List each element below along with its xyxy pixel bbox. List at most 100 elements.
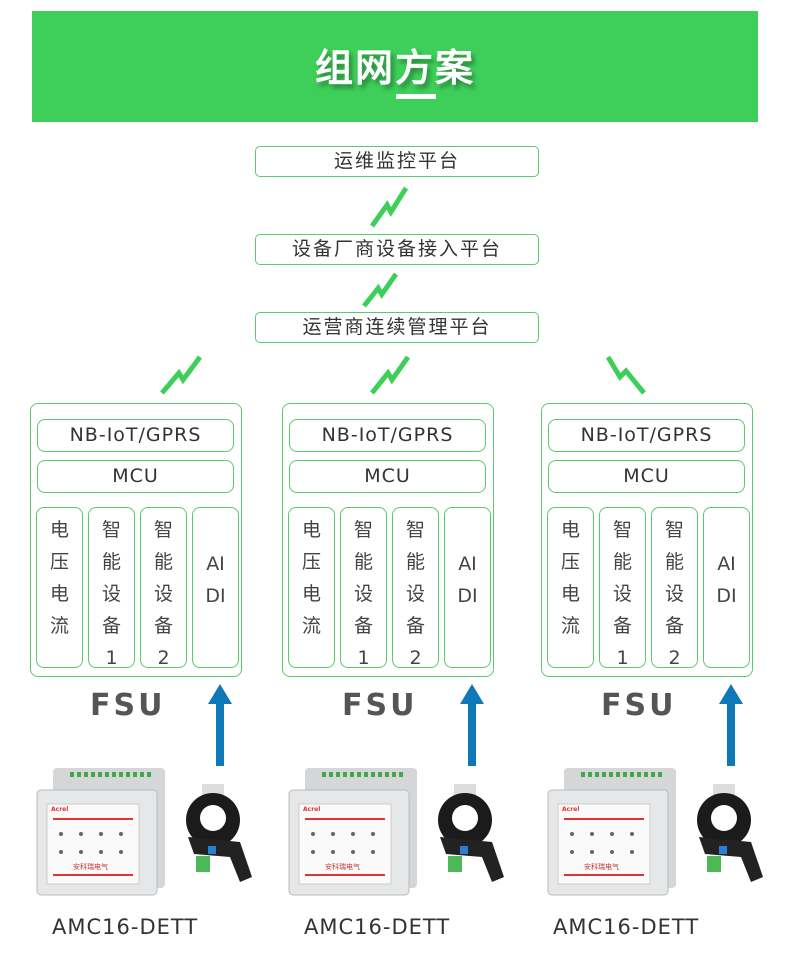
up-arrow-icon [719, 684, 743, 766]
column-text: 智 [153, 519, 173, 541]
meter-maker-label: 安科瑞电气 [584, 863, 619, 871]
ai-di-column: AI DI [192, 507, 239, 668]
mcu-module: MCU [37, 460, 234, 493]
column-text: DI [716, 585, 737, 607]
comm-module: NB-IoT/GPRS [289, 419, 486, 452]
column-text: 备 [612, 615, 632, 637]
column-text: 压 [49, 551, 69, 573]
platform-carrier-management: 运营商连续管理平台 [255, 312, 539, 343]
column-text: DI [457, 585, 478, 607]
column-text: 备 [405, 615, 425, 637]
column-text: 设 [405, 583, 425, 605]
device-model-label: AMC16-DETT [52, 915, 199, 939]
column-text: 设 [101, 583, 121, 605]
column-text: 能 [101, 551, 121, 573]
meter-device-image: Acrel 安科瑞电气 [287, 760, 422, 900]
current-transformer-image [180, 782, 255, 892]
column-text: 能 [353, 551, 373, 573]
voltage-current-column: 电压电流 [547, 507, 594, 668]
wireless-link-icon [606, 355, 646, 395]
column-text: 智 [101, 519, 121, 541]
column-text: 2 [668, 647, 681, 669]
smart-device-1-column: 智能设备 1 [88, 507, 135, 669]
column-text: 流 [560, 615, 580, 637]
meter-device-image: Acrel 安科瑞电气 [546, 760, 681, 900]
platform-vendor-access: 设备厂商设备接入平台 [255, 234, 539, 265]
column-text: 设 [612, 583, 632, 605]
column-text: 电 [560, 519, 580, 541]
fsu-label: FSU [90, 688, 166, 723]
current-transformer-image [691, 782, 766, 892]
voltage-current-column: 电压电流 [36, 507, 83, 668]
column-text: 1 [357, 647, 370, 669]
column-text: 电 [560, 583, 580, 605]
smart-device-1-column: 智能设备 1 [340, 507, 387, 669]
up-arrow-icon [460, 684, 484, 766]
column-text: 1 [616, 647, 629, 669]
mcu-module: MCU [289, 460, 486, 493]
up-arrow-icon [208, 684, 232, 766]
column-text: 电 [49, 519, 69, 541]
wireless-link-icon [370, 355, 410, 395]
column-text: 设 [664, 583, 684, 605]
column-text: 设 [153, 583, 173, 605]
column-text: 2 [409, 647, 422, 669]
platform-ops-monitoring: 运维监控平台 [255, 146, 539, 177]
column-text: 能 [153, 551, 173, 573]
smart-device-1-column: 智能设备 1 [599, 507, 646, 669]
smart-device-2-column: 智能设备 2 [651, 507, 698, 669]
meter-device-image: Acrel 安科瑞电气 [35, 760, 170, 900]
column-text: 智 [353, 519, 373, 541]
header-banner: 组网方案 [32, 11, 758, 122]
column-text: 能 [405, 551, 425, 573]
column-text: 能 [612, 551, 632, 573]
column-text: 2 [157, 647, 170, 669]
title-underline [396, 94, 436, 99]
meter-maker-label: 安科瑞电气 [73, 863, 108, 871]
mcu-module: MCU [548, 460, 745, 493]
voltage-current-column: 电压电流 [288, 507, 335, 668]
column-text: 1 [105, 647, 118, 669]
ai-di-column: AI DI [444, 507, 491, 668]
column-text: DI [205, 585, 226, 607]
wireless-link-icon [370, 186, 408, 228]
column-text: 流 [301, 615, 321, 637]
smart-device-2-column: 智能设备 2 [392, 507, 439, 669]
wireless-link-icon [362, 272, 398, 308]
ai-di-column: AI DI [703, 507, 750, 668]
comm-module: NB-IoT/GPRS [548, 419, 745, 452]
column-text: 能 [664, 551, 684, 573]
device-model-label: AMC16-DETT [553, 915, 700, 939]
fsu-label: FSU [601, 688, 677, 723]
meter-brand-logo: Acrel [562, 806, 580, 813]
column-text: AI [717, 553, 736, 575]
column-text: 智 [612, 519, 632, 541]
column-text: 压 [301, 551, 321, 573]
wireless-link-icon [160, 355, 202, 395]
column-text: 设 [353, 583, 373, 605]
column-text: 压 [560, 551, 580, 573]
current-transformer-image [432, 782, 507, 892]
column-text: 电 [301, 519, 321, 541]
column-text: 智 [405, 519, 425, 541]
column-text: 备 [153, 615, 173, 637]
column-text: AI [206, 553, 225, 575]
column-text: 流 [49, 615, 69, 637]
column-text: 备 [101, 615, 121, 637]
meter-brand-logo: Acrel [51, 806, 69, 813]
meter-brand-logo: Acrel [303, 806, 321, 813]
page-title: 组网方案 [314, 46, 475, 90]
column-text: AI [458, 553, 477, 575]
column-text: 智 [664, 519, 684, 541]
comm-module: NB-IoT/GPRS [37, 419, 234, 452]
smart-device-2-column: 智能设备 2 [140, 507, 187, 669]
column-text: 备 [353, 615, 373, 637]
fsu-label: FSU [342, 688, 418, 723]
column-text: 电 [49, 583, 69, 605]
column-text: 电 [301, 583, 321, 605]
column-text: 备 [664, 615, 684, 637]
